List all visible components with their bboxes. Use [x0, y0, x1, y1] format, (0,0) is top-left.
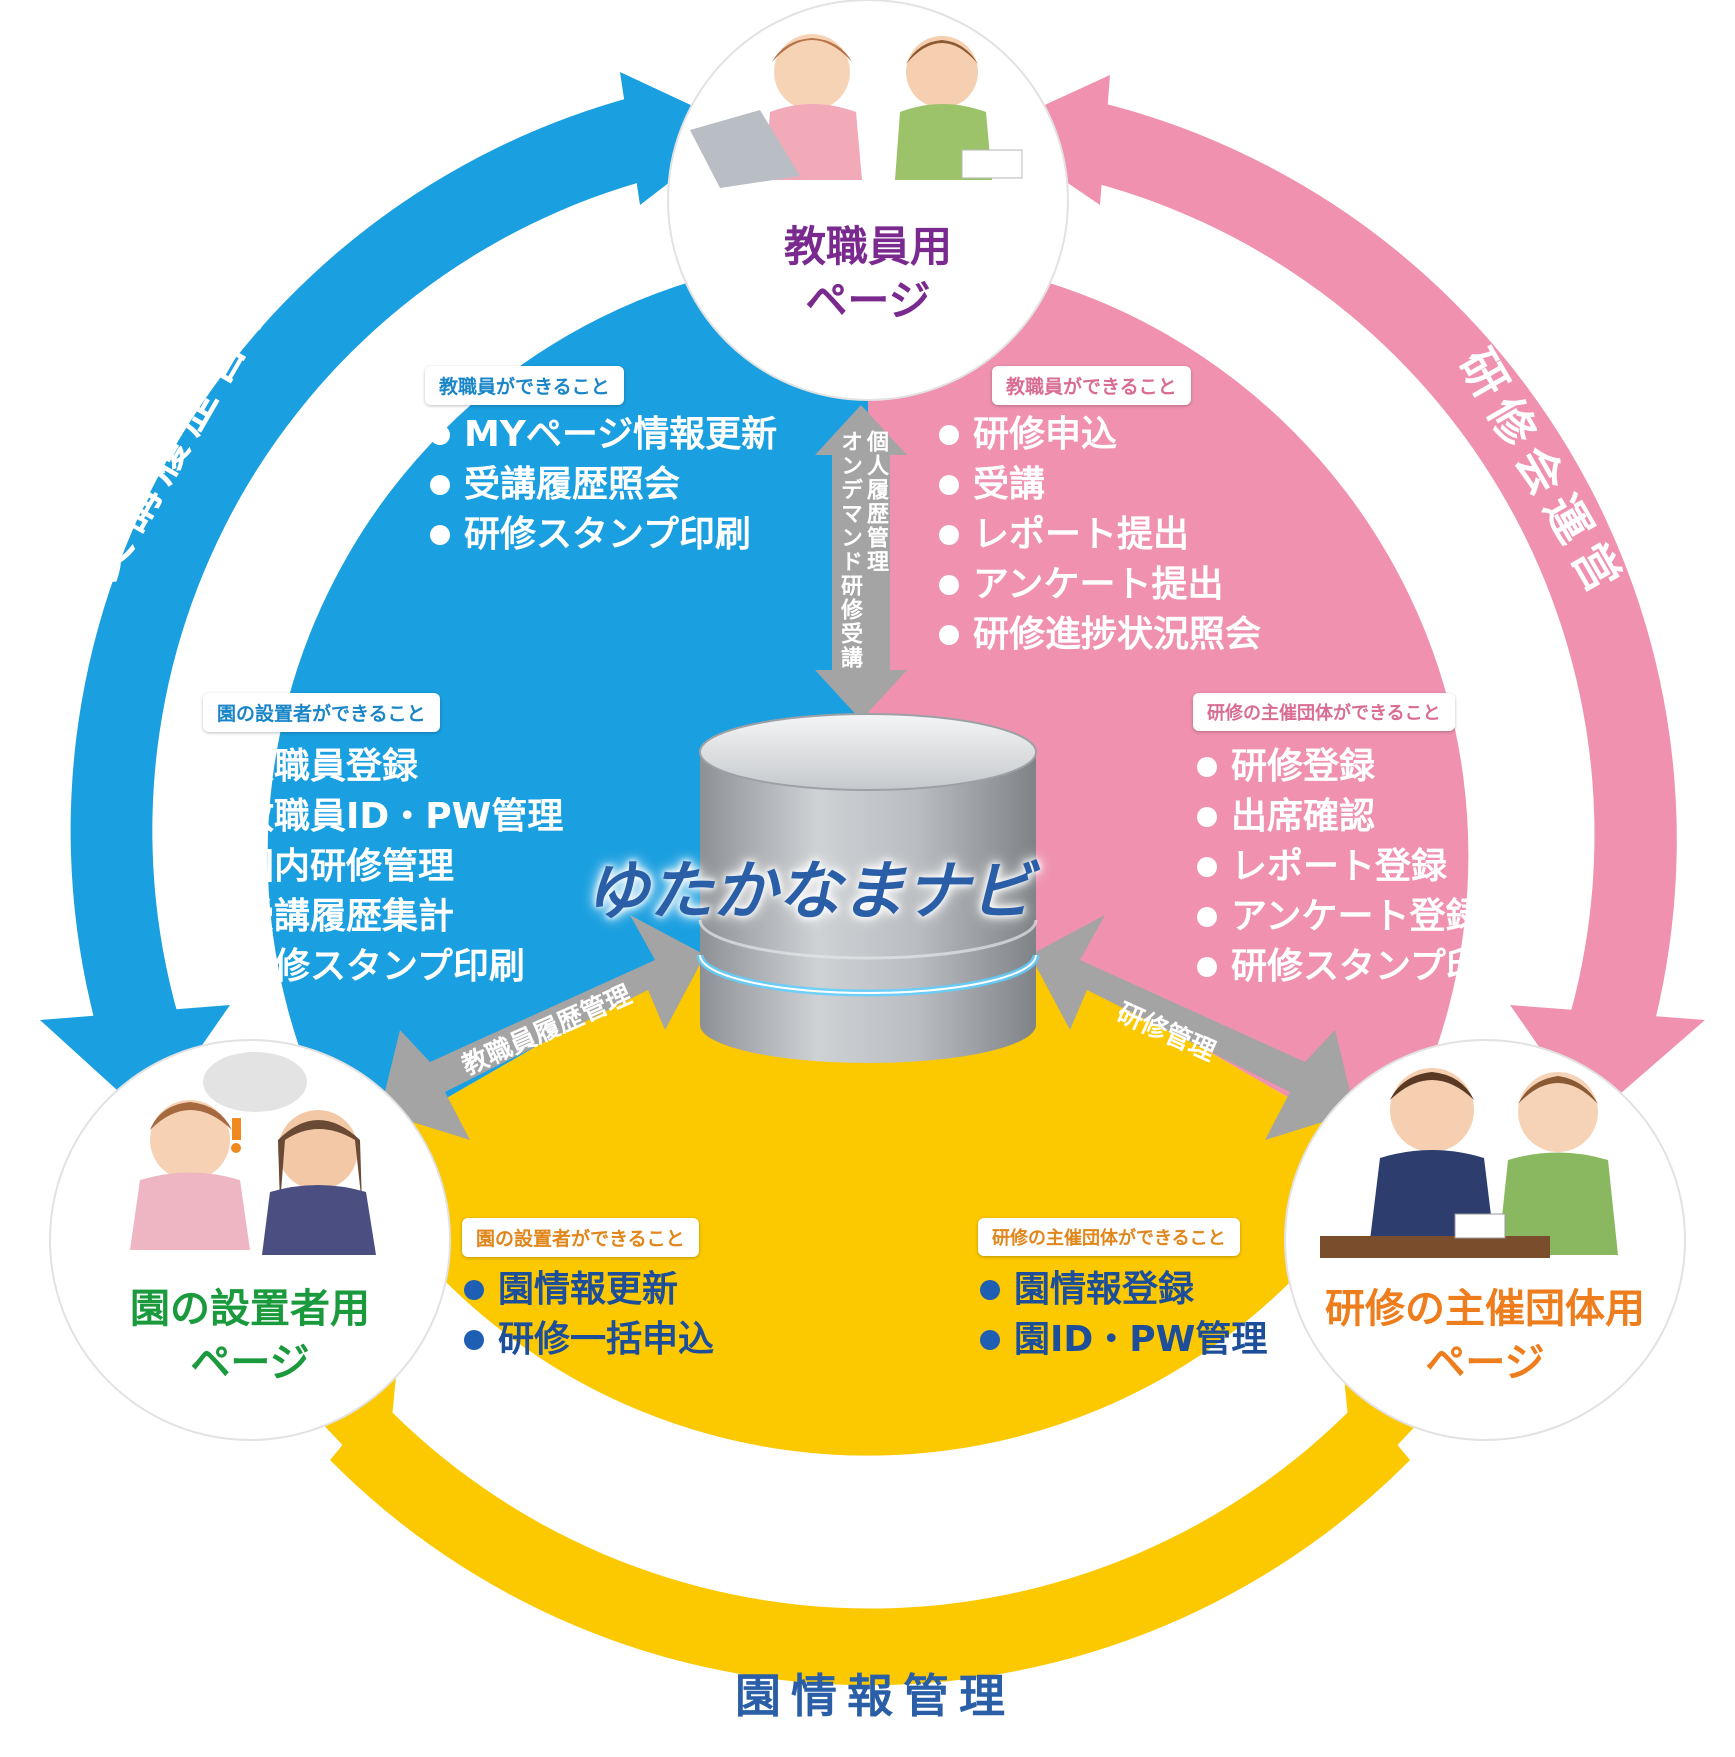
organizer-illustration-icon [1320, 1068, 1618, 1258]
list-item: レポート登録 [1195, 842, 1518, 892]
list-item: 受講 [937, 460, 1261, 510]
connector-vertical [815, 405, 907, 720]
staff-page-title: 教職員用 ページ [783, 222, 952, 325]
list-item: 園ID・PW管理 [978, 1315, 1267, 1365]
list-item: 研修スタンプ印刷 [1195, 942, 1518, 992]
pink-organizer-header: 研修の主催団体ができること [1193, 693, 1455, 731]
list-item: 園内研修管理 [202, 842, 563, 892]
list-item: 研修スタンプ印刷 [202, 942, 563, 992]
blue-staff-list: MYページ情報更新 受講履歴照会 研修スタンプ印刷 [428, 410, 777, 560]
list-item: 教職員登録 [202, 742, 563, 792]
yellow-organizer-header: 研修の主催団体ができること [978, 1218, 1240, 1256]
organizer-page-title: 研修の主催団体用 ページ [1325, 1286, 1645, 1386]
staff-illustration-icon [690, 34, 1023, 188]
database-cylinder-icon [696, 713, 1040, 1063]
cycle-label-bottom: 園情報管理 [735, 1669, 1015, 1723]
blue-founder-header: 園の設置者ができること [203, 693, 440, 732]
list-item: 研修申込 [937, 410, 1261, 460]
organizer-page-circle [1284, 1039, 1686, 1441]
list-item: 教職員ID・PW管理 [202, 792, 563, 842]
list-item: アンケート提出 [937, 560, 1261, 610]
cycle-arrow-right [990, 75, 1705, 1120]
founder-page-title: 園の設置者用 ページ [130, 1286, 370, 1386]
list-item: 研修登録 [1195, 742, 1518, 792]
list-item: 受講履歴照会 [428, 460, 777, 510]
list-item: 研修一括申込 [462, 1315, 714, 1365]
pink-staff-header: 教職員ができること [992, 366, 1191, 405]
list-item: 研修進捗状況照会 [937, 610, 1261, 660]
list-item: 研修スタンプ印刷 [428, 510, 777, 560]
staff-page-circle [667, 0, 1069, 401]
blue-founder-list: 教職員登録 教職員ID・PW管理 園内研修管理 受講履歴集計 研修スタンプ印刷 [202, 742, 563, 992]
list-item: 園情報更新 [462, 1265, 714, 1315]
system-name: ゆたかなまナビ [585, 855, 1033, 929]
yellow-organizer-list: 園情報登録 園ID・PW管理 [978, 1265, 1267, 1365]
list-item: 受講履歴集計 [202, 892, 563, 942]
yellow-founder-header: 園の設置者ができること [462, 1218, 699, 1257]
blue-staff-header: 教職員ができること [425, 366, 624, 405]
list-item: 出席確認 [1195, 792, 1518, 842]
founder-illustration-icon [130, 1052, 376, 1255]
list-item: アンケート登録 [1195, 892, 1518, 942]
list-item: 園情報登録 [978, 1265, 1267, 1315]
connector-label-vertical: 個人履歴管理 オンデマンド研修受講 [837, 430, 888, 670]
connector-right [1030, 915, 1355, 1140]
connector-left [380, 915, 705, 1140]
pink-organizer-list: 研修登録 出席確認 レポート登録 アンケート登録 研修スタンプ印刷 [1195, 742, 1518, 992]
list-item: レポート提出 [937, 510, 1261, 560]
pink-staff-list: 研修申込 受講 レポート提出 アンケート提出 研修進捗状況照会 [937, 410, 1261, 660]
yellow-founder-list: 園情報更新 研修一括申込 [462, 1265, 714, 1365]
founder-page-circle [49, 1039, 451, 1441]
list-item: MYページ情報更新 [428, 410, 777, 460]
